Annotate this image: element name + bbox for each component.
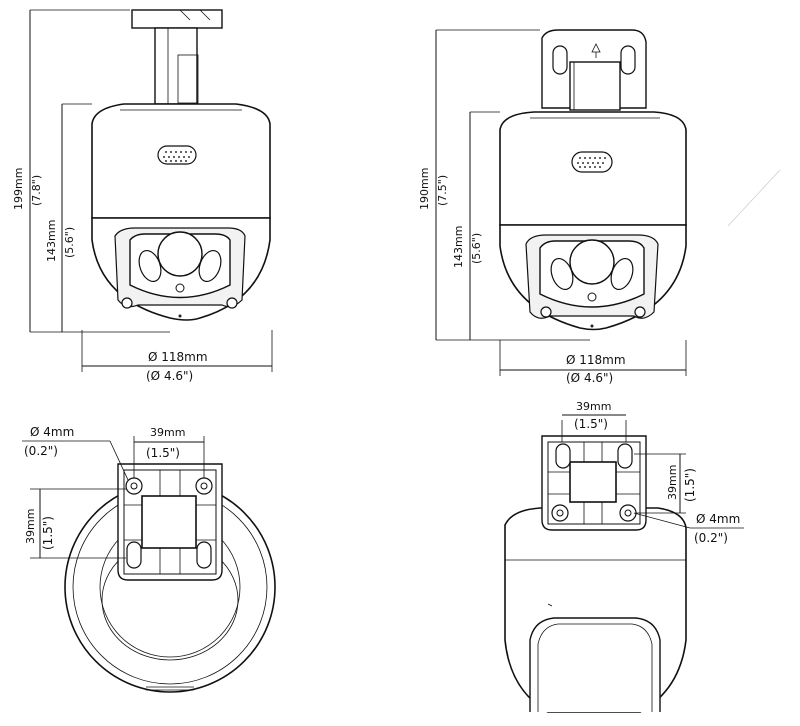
spacing-h-in: (1.5") — [146, 446, 180, 460]
speaker-grille — [571, 151, 613, 173]
mount-slot — [555, 443, 571, 469]
hole-diameter-in: (0.2") — [694, 531, 728, 545]
height-total-in: (7.8") — [30, 175, 43, 206]
front-view-wall-mount: 199mm (7.8") 143mm (5.6") Ø 118mm (Ø 4.6… — [12, 9, 273, 383]
hole-diameter-mm: Ø 4mm — [696, 512, 740, 526]
mount-arm — [154, 27, 198, 105]
diameter-in: (Ø 4.6") — [146, 369, 193, 383]
mount-slot — [196, 541, 212, 569]
diameter-in: (Ø 4.6") — [566, 371, 613, 385]
height-body-in: (5.6") — [470, 233, 483, 264]
spacing-h-mm: 39mm — [150, 426, 185, 439]
diameter-mm: Ø 118mm — [148, 350, 208, 364]
diameter-mm: Ø 118mm — [566, 353, 626, 367]
front-view-ceiling-mount: 190mm (7.5") 143mm (5.6") Ø 118mm (Ø 4.6… — [418, 29, 781, 385]
height-body-in: (5.6") — [63, 227, 76, 258]
spacing-h-mm: 39mm — [576, 400, 611, 413]
camera-dome-window — [529, 617, 661, 712]
spacing-v-in: (1.5") — [41, 516, 55, 550]
hole-diameter-mm: Ø 4mm — [30, 425, 74, 439]
speaker-grille — [157, 145, 197, 165]
spacing-h-in: (1.5") — [574, 417, 608, 431]
spacing-v-mm: 39mm — [666, 465, 679, 500]
height-body-mm: 143mm — [45, 220, 58, 262]
mount-slot — [617, 443, 633, 469]
height-body-mm: 143mm — [452, 226, 465, 268]
height-total-mm: 199mm — [12, 168, 25, 210]
top-view: Ø 4mm (0.2") 39mm (1.5") 39mm (1.5") — [22, 425, 276, 693]
mount-slot — [126, 541, 142, 569]
camera-lens-icon — [569, 239, 615, 285]
spacing-v-in: (1.5") — [683, 468, 697, 502]
camera-lens-icon — [157, 231, 203, 277]
height-total-in: (7.5") — [436, 175, 449, 206]
back-view: 39mm (1.5") 39mm (1.5") Ø 4mm (0.2") — [504, 400, 744, 713]
spacing-v-mm: 39mm — [24, 509, 37, 544]
height-total-mm: 190mm — [418, 168, 431, 210]
hole-diameter-in: (0.2") — [24, 444, 58, 458]
